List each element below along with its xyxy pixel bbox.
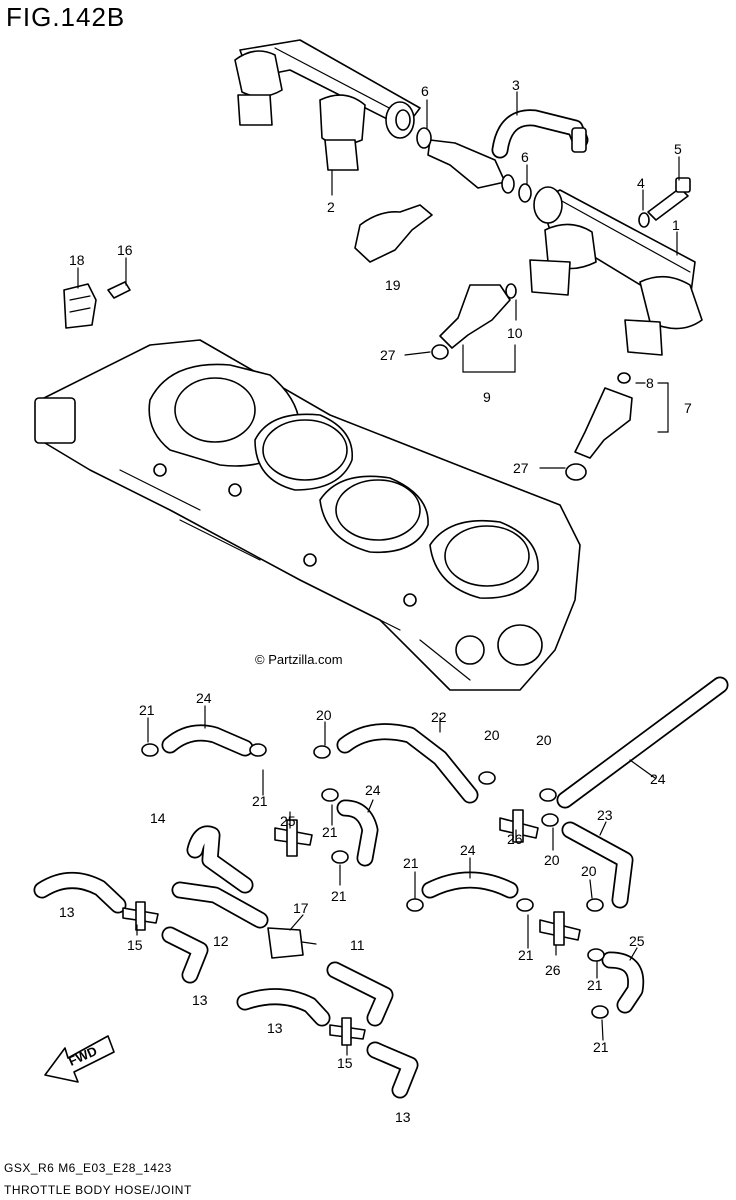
callout-20[interactable]: 20 — [536, 732, 552, 748]
callout-5[interactable]: 5 — [674, 141, 682, 157]
fuel-hose-3[interactable] — [491, 109, 589, 159]
callout-21[interactable]: 21 — [322, 824, 338, 840]
callout-8[interactable]: 8 — [646, 375, 654, 391]
callout-2[interactable]: 2 — [327, 199, 335, 215]
callout-3[interactable]: 3 — [512, 77, 520, 93]
callout-21[interactable]: 21 — [587, 977, 603, 993]
injector-7[interactable] — [565, 372, 633, 481]
callout-24[interactable]: 24 — [365, 782, 381, 798]
callout-6[interactable]: 6 — [521, 149, 529, 165]
callout-16[interactable]: 16 — [117, 242, 133, 258]
joint-15-b[interactable] — [329, 1017, 366, 1046]
callout-23[interactable]: 24 — [650, 771, 666, 787]
hose-22-b[interactable] — [561, 821, 634, 909]
callout-13[interactable]: 13 — [267, 1020, 283, 1036]
callout-13[interactable]: 13 — [192, 992, 208, 1008]
hose-13-c[interactable] — [236, 988, 331, 1027]
callout-22[interactable]: 23 — [597, 807, 613, 823]
bolt-5[interactable] — [638, 177, 691, 228]
injector-upper[interactable] — [416, 127, 532, 203]
callout-21[interactable]: 21 — [139, 702, 155, 718]
callout-21[interactable]: 21 — [252, 793, 268, 809]
callout-24[interactable]: 25 — [629, 933, 645, 949]
figure-title: FIG.142B — [6, 2, 126, 32]
screw-16[interactable] — [107, 281, 131, 299]
callout-17[interactable]: 17 — [293, 900, 309, 916]
callout-21[interactable]: 21 — [518, 947, 534, 963]
footer-subtitle: THROTTLE BODY HOSE/JOINT — [4, 1183, 192, 1197]
hose-22-a[interactable] — [336, 723, 479, 804]
callout-27[interactable]: 27 — [380, 347, 396, 363]
callout-6[interactable]: 6 — [421, 83, 429, 99]
callout-4[interactable]: 4 — [637, 175, 645, 191]
hose-13-a[interactable] — [33, 871, 127, 914]
fuel-rail-rear[interactable] — [529, 186, 703, 356]
callout-24[interactable]: 24 — [196, 690, 212, 706]
hose-13-d[interactable] — [366, 1041, 419, 1099]
callout-14[interactable]: 14 — [150, 810, 166, 826]
callout-11[interactable]: 11 — [350, 937, 365, 953]
callout-20[interactable]: 20 — [544, 852, 560, 868]
joint-17[interactable] — [267, 927, 317, 959]
callout-21[interactable]: 21 — [403, 855, 419, 871]
footer-code: GSX_R6 M6_E03_E28_1423 — [4, 1161, 172, 1175]
leader-lines — [77, 91, 680, 1056]
callout-26[interactable]: 26 — [507, 831, 523, 847]
throttle-body-assembly[interactable] — [34, 339, 581, 691]
joint-25-a[interactable] — [274, 819, 313, 857]
watermark: © Partzilla.com — [255, 652, 343, 667]
callout-20[interactable]: 20 — [581, 863, 597, 879]
hose-24-d[interactable] — [601, 951, 645, 1014]
hose-13-b[interactable] — [161, 926, 209, 984]
hose-24-a[interactable] — [161, 724, 254, 757]
hose-11[interactable] — [326, 961, 394, 1027]
clamps[interactable] — [141, 743, 609, 1019]
callout-1[interactable]: 1 — [672, 217, 680, 233]
fuel-rail-front[interactable] — [234, 39, 421, 171]
callout-13[interactable]: 13 — [59, 904, 75, 920]
hose-14[interactable] — [186, 825, 254, 894]
hose-23[interactable] — [556, 676, 729, 809]
callout-10[interactable]: 10 — [507, 325, 523, 341]
callout-9[interactable]: 9 — [483, 389, 491, 405]
callout-15[interactable]: 15 — [337, 1055, 353, 1071]
joint-25-b[interactable] — [539, 911, 581, 946]
hose-12[interactable] — [171, 881, 269, 929]
callout-25[interactable]: 26 — [545, 962, 561, 978]
callout-18[interactable]: 18 — [69, 252, 85, 268]
callout-12[interactable]: 12 — [213, 933, 229, 949]
callout-22[interactable]: 22 — [431, 709, 447, 725]
hose-24-c[interactable] — [421, 871, 519, 899]
hose-24-b[interactable] — [336, 799, 379, 867]
joint-26[interactable] — [499, 809, 539, 843]
callout-13[interactable]: 13 — [395, 1109, 411, 1125]
callout-20[interactable]: 20 — [316, 707, 332, 723]
callout-21[interactable]: 21 — [331, 888, 347, 904]
callout-labels: 6 3 6 5 4 1 2 16 18 19 10 27 9 8 7 27 21… — [59, 77, 692, 1125]
callout-20[interactable]: 20 — [484, 727, 500, 743]
callout-19[interactable]: 19 — [385, 277, 401, 293]
callout-24[interactable]: 24 — [460, 842, 476, 858]
fwd-arrow: FWD — [44, 1035, 115, 1083]
injector-9[interactable] — [431, 283, 517, 360]
callout-15[interactable]: 15 — [127, 937, 143, 953]
sensor-18[interactable] — [63, 283, 97, 329]
callout-27[interactable]: 27 — [513, 460, 529, 476]
callout-21[interactable]: 21 — [593, 1039, 609, 1055]
joint-15-a[interactable] — [122, 901, 159, 931]
clip-19[interactable] — [354, 204, 433, 263]
callout-25[interactable]: 25 — [280, 813, 296, 829]
callout-7[interactable]: 7 — [684, 400, 692, 416]
